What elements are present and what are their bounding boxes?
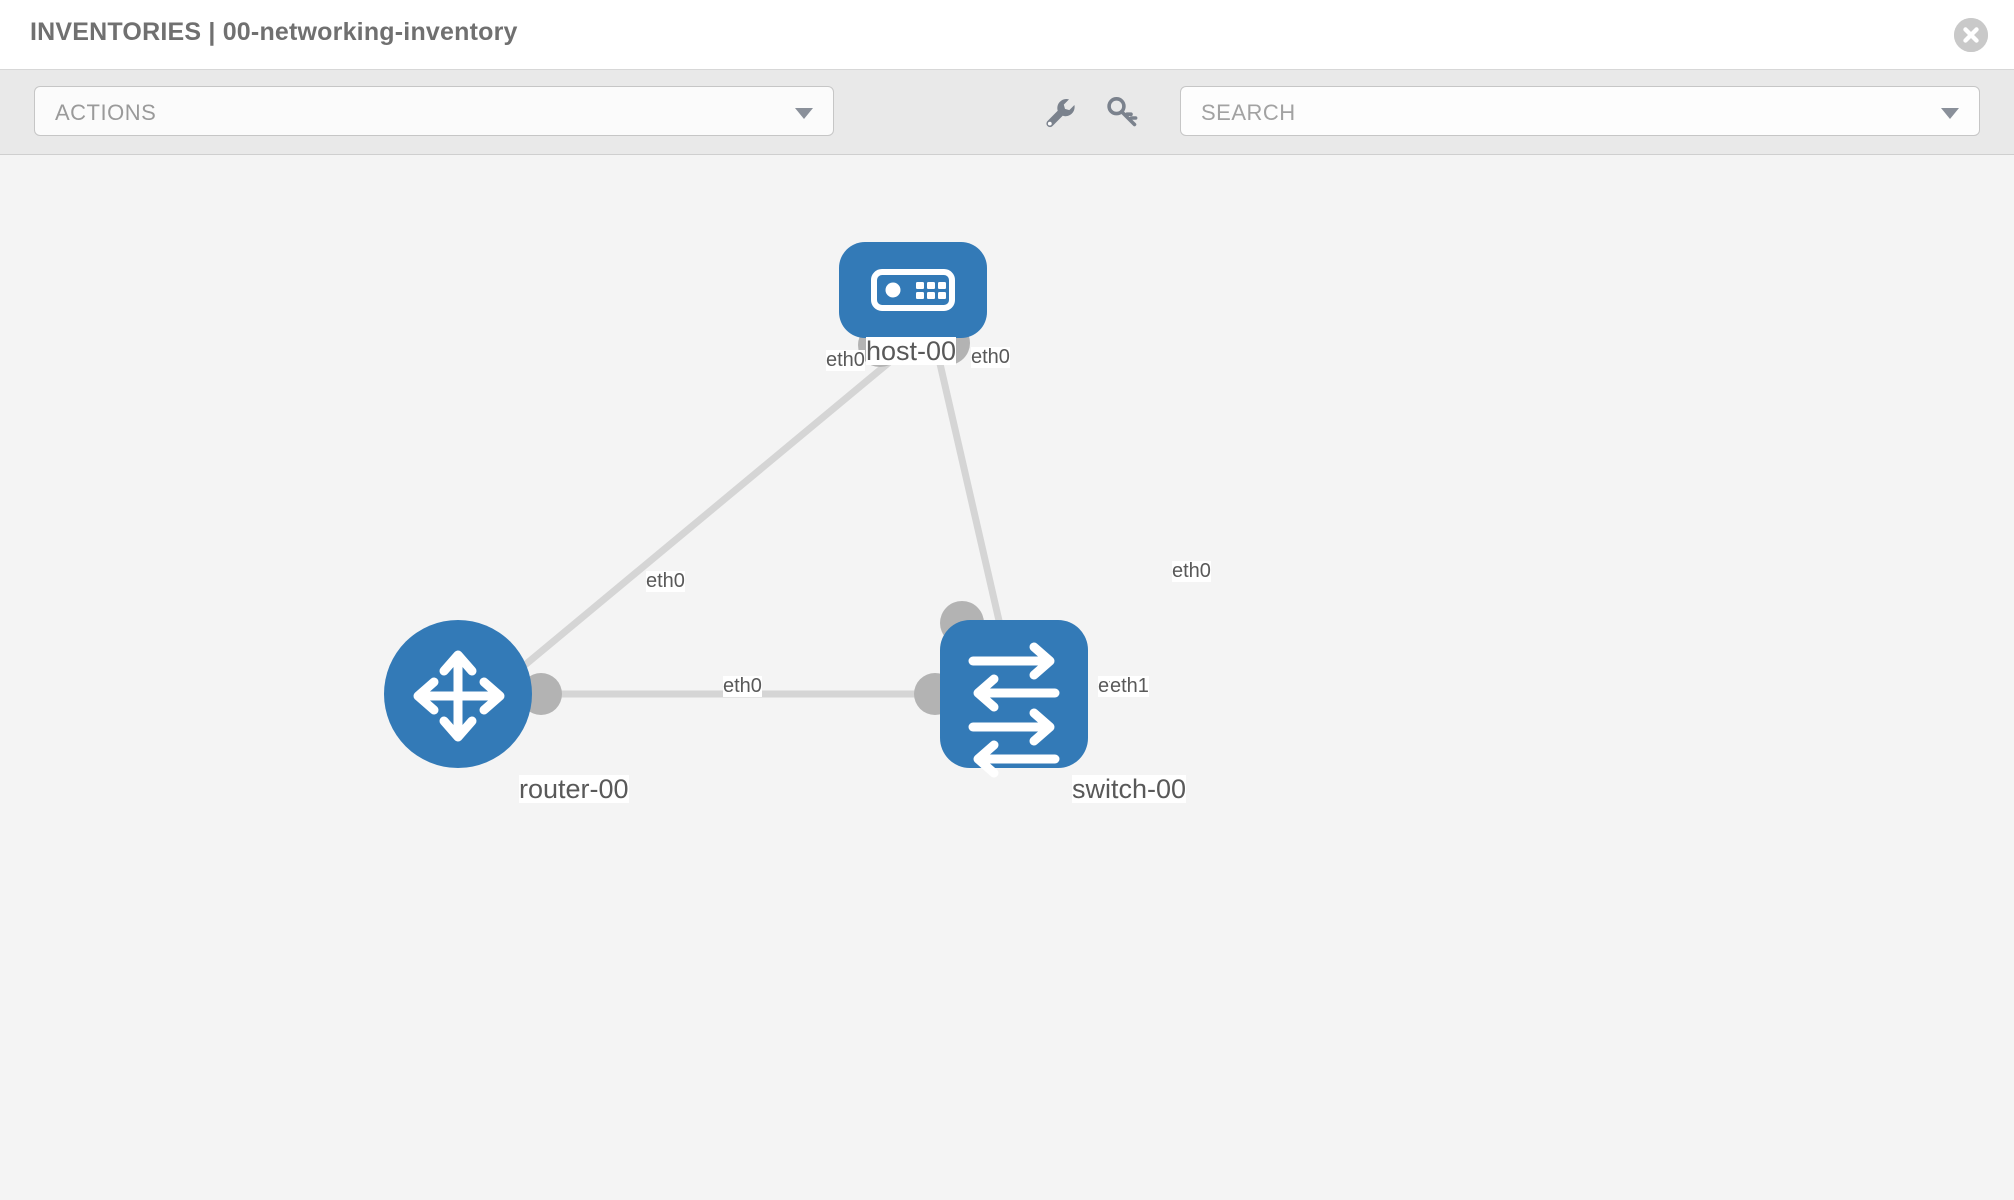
port-label-router00-uplink: eth0 [646,570,685,592]
page-header: INVENTORIES | 00-networking-inventory [0,0,2014,70]
toolbar: ACTIONS SEARCH [0,70,2014,155]
edge-host00-switch00 [934,354,1004,626]
chevron-down-icon [795,108,813,119]
port-label-switch00-uplink: eth0 [1172,560,1211,582]
switch-arrows-icon [968,642,1060,778]
key-icon[interactable] [1100,90,1144,134]
port-label-host00-right: eth0 [971,346,1010,368]
node-router-00[interactable] [384,620,532,768]
node-label-router-00: router-00 [519,774,629,804]
port-label-host00-left: eth0 [826,349,865,371]
topology-ports [520,321,984,715]
topology-canvas[interactable]: eth0 host-00 eth0 eth0 eth0 eth0 eth eth… [0,155,2014,1200]
search-input[interactable]: SEARCH [1180,86,1980,136]
node-host-00[interactable] [839,242,987,338]
port-label-router00-eth0: eth0 [723,675,762,697]
topology-edges [475,352,1004,707]
edge-host00-router00 [475,352,901,707]
server-icon [871,269,955,311]
node-switch-00[interactable] [940,620,1088,778]
close-icon[interactable] [1954,18,1988,52]
topology-graph [384,242,1088,778]
router-arrows-icon [413,650,505,742]
chevron-down-icon[interactable] [1941,108,1959,119]
node-label-host-00: host-00 [866,336,957,366]
actions-dropdown-label: ACTIONS [55,100,157,125]
wrench-icon[interactable] [1038,90,1082,134]
search-placeholder: SEARCH [1201,100,1296,125]
page-title: INVENTORIES | 00-networking-inventory [30,18,518,46]
node-label-switch-00: switch-00 [1072,774,1187,804]
actions-dropdown[interactable]: ACTIONS [34,86,834,136]
port-label-switch00-eth1: eth1 [1110,675,1149,697]
